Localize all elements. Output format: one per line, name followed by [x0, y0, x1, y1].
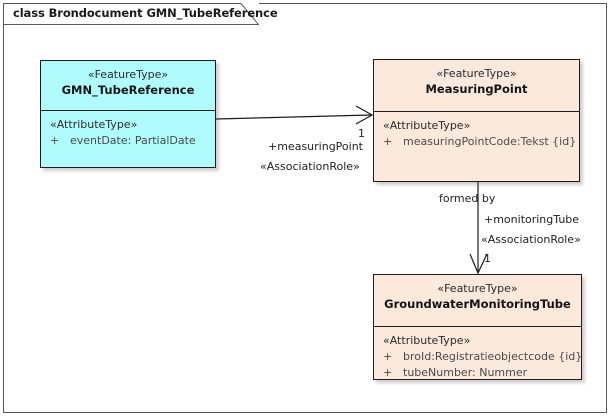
class-name-compartment: «FeatureType» MeasuringPoint: [374, 60, 579, 112]
attribute-stereotype: «AttributeType»: [50, 118, 138, 131]
association-multiplicity-monitoringtube: 1: [484, 252, 491, 265]
association-name-formed-by: formed by: [439, 192, 496, 205]
class-stereotype: «FeatureType»: [437, 282, 518, 295]
attribute-row[interactable]: + eventDate: PartialDate: [50, 133, 215, 149]
class-attribute-compartment: «AttributeType» + measuringPointCode:Tek…: [374, 112, 579, 181]
class-box-measuringpoint[interactable]: «FeatureType» MeasuringPoint «AttributeT…: [373, 59, 580, 182]
association-role-measuringpoint: +measuringPoint: [268, 140, 363, 153]
class-attribute-compartment: «AttributeType» + eventDate: PartialDate: [41, 111, 215, 166]
class-attribute-compartment: «AttributeType» + broId:Registratieobjec…: [374, 327, 583, 381]
association-multiplicity-measuringpoint: 1: [358, 127, 365, 140]
class-stereotype: «FeatureType»: [436, 67, 517, 80]
attribute-visibility: +: [50, 134, 60, 147]
attribute-visibility: +: [383, 135, 393, 148]
class-box-groundwatermonitoringtube[interactable]: «FeatureType» GroundwaterMonitoringTube …: [373, 274, 582, 380]
class-name: GMN_TubeReference: [61, 83, 195, 97]
attribute-row[interactable]: + broId:Registratieobjectcode {id}: [383, 349, 583, 365]
attribute-text: broId:Registratieobjectcode {id}: [403, 350, 583, 363]
attribute-visibility: +: [383, 366, 393, 379]
attribute-text: measuringPointCode:Tekst {id}: [403, 135, 577, 148]
association-role-stereotype-monitoringtube: «AssociationRole»: [481, 233, 581, 246]
association-role-monitoringtube: +monitoringTube: [484, 213, 580, 226]
attribute-stereotype: «AttributeType»: [383, 119, 471, 132]
class-box-gmn-tubereference[interactable]: «FeatureType» GMN_TubeReference «Attribu…: [40, 60, 216, 168]
attribute-text: tubeNumber: Nummer: [403, 366, 528, 379]
attribute-visibility: +: [383, 350, 393, 363]
title-tab-shape: [3, 3, 259, 25]
class-name-compartment: «FeatureType» GMN_TubeReference: [41, 61, 215, 111]
class-name: GroundwaterMonitoringTube: [384, 297, 571, 311]
association-role-stereotype-measuringpoint: «AssociationRole»: [260, 160, 360, 173]
diagram-title-tab: class Brondocument GMN_TubeReference: [3, 3, 278, 25]
attribute-row[interactable]: + measuringPointCode:Tekst {id}: [383, 134, 579, 150]
attribute-text: eventDate: PartialDate: [70, 134, 196, 147]
attribute-stereotype: «AttributeType»: [383, 334, 471, 347]
class-name-compartment: «FeatureType» GroundwaterMonitoringTube: [374, 275, 581, 327]
page-title: class Brondocument GMN_TubeReference: [13, 6, 278, 20]
class-name: MeasuringPoint: [425, 82, 528, 96]
class-stereotype: «FeatureType»: [87, 68, 169, 81]
attribute-row[interactable]: + tubeNumber: Nummer: [383, 365, 581, 381]
